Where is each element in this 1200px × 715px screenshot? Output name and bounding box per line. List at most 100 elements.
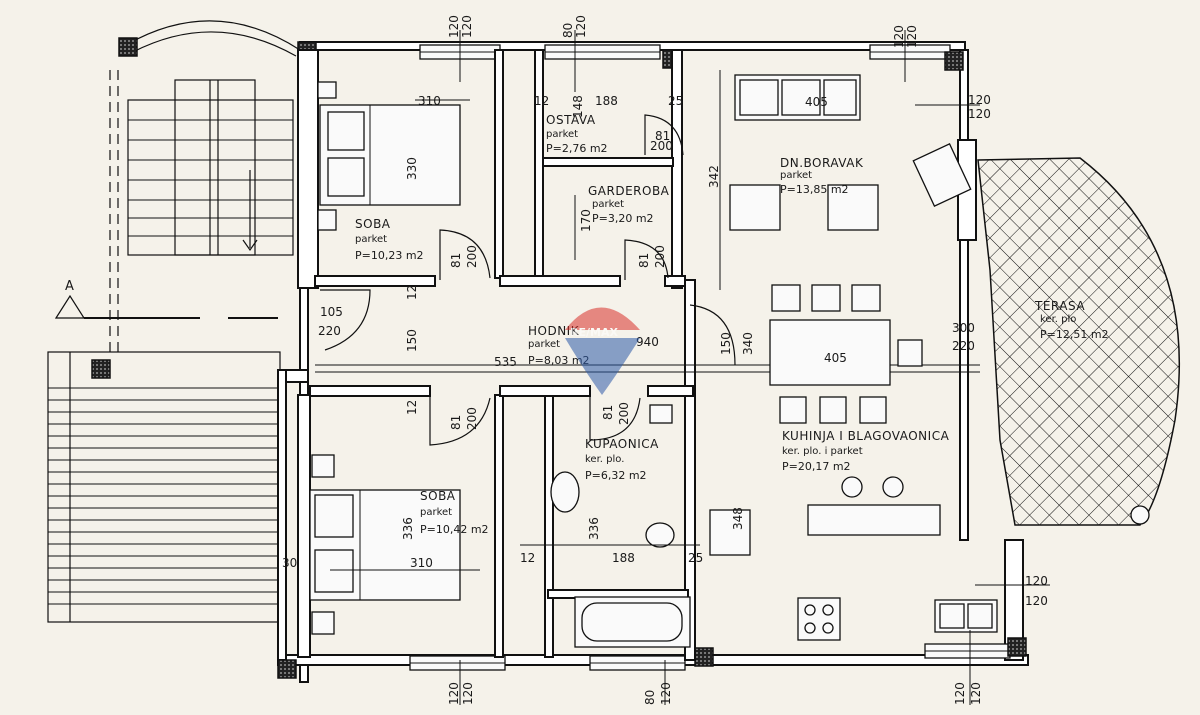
svg-text:ker. plo.: ker. plo. — [585, 454, 624, 465]
kitchen-counter — [709, 476, 998, 641]
column — [91, 359, 111, 379]
svg-text:12: 12 — [405, 400, 419, 415]
dimension-labels: 120 120 80 120 120 120 310 12 148 188 25… — [282, 15, 1048, 705]
svg-text:SOBA: SOBA — [420, 489, 456, 503]
room-label-kuhinja: KUHINJA I BLAGOVAONICA ker. plo. i parke… — [782, 429, 950, 473]
svg-text:188: 188 — [612, 551, 635, 565]
svg-text:120: 120 — [1025, 594, 1048, 608]
bed-top — [317, 81, 461, 231]
room-label-dn-boravak: DN.BORAVAK parket P=13,85 m2 — [780, 156, 864, 196]
svg-text:P=10,23 m2: P=10,23 m2 — [355, 249, 424, 262]
dimension-lines — [330, 30, 1050, 705]
svg-text:GARDEROBA: GARDEROBA — [588, 184, 670, 198]
svg-text:120: 120 — [574, 15, 588, 38]
svg-text:81: 81 — [637, 253, 651, 268]
svg-text:200: 200 — [650, 139, 673, 153]
svg-text:P=3,20 m2: P=3,20 m2 — [592, 212, 654, 225]
section-marker: A — [54, 279, 278, 319]
svg-text:parket: parket — [780, 170, 812, 181]
room-label-ostava: OSTAVA parket P=2,76 m2 — [546, 113, 608, 155]
sofa — [734, 74, 861, 121]
room-label-garderoba: GARDEROBA parket P=3,20 m2 — [588, 184, 670, 225]
svg-text:120: 120 — [461, 682, 475, 705]
svg-text:120: 120 — [447, 682, 461, 705]
svg-text:200: 200 — [465, 407, 479, 430]
svg-text:120: 120 — [892, 25, 906, 48]
svg-text:P=13,85 m2: P=13,85 m2 — [780, 183, 849, 196]
svg-text:535: 535 — [494, 355, 517, 369]
svg-text:940: 940 — [636, 335, 659, 349]
svg-text:330: 330 — [405, 157, 419, 180]
svg-text:148: 148 — [571, 95, 585, 118]
svg-text:310: 310 — [418, 94, 441, 108]
svg-text:105: 105 — [320, 305, 343, 319]
svg-text:parket: parket — [546, 129, 578, 140]
column — [277, 659, 297, 679]
svg-text:SOBA: SOBA — [355, 217, 391, 231]
svg-text:81: 81 — [449, 415, 463, 430]
svg-text:parket: parket — [528, 339, 560, 350]
column — [118, 37, 138, 57]
room-label-terasa: TERASA ker. plo P=12,51 m2 — [1034, 299, 1109, 341]
svg-text:200: 200 — [465, 245, 479, 268]
armchairs — [729, 143, 972, 231]
svg-text:TERASA: TERASA — [1034, 299, 1085, 313]
svg-text:30: 30 — [282, 556, 297, 570]
column — [944, 51, 964, 71]
terrace — [977, 157, 1181, 526]
svg-text:81: 81 — [449, 253, 463, 268]
remax-watermark: RE/MAX — [565, 307, 640, 395]
svg-text:150: 150 — [719, 332, 733, 355]
svg-text:120: 120 — [953, 682, 967, 705]
svg-text:200: 200 — [617, 402, 631, 425]
svg-text:120: 120 — [460, 15, 474, 38]
dining-table — [769, 284, 923, 424]
svg-text:220: 220 — [952, 339, 975, 353]
svg-text:25: 25 — [688, 551, 703, 565]
room-label-soba-bottom: SOBA parket P=10,42 m2 — [420, 489, 489, 536]
svg-text:310: 310 — [410, 556, 433, 570]
svg-text:405: 405 — [805, 95, 828, 109]
svg-text:170: 170 — [579, 209, 593, 232]
svg-text:12: 12 — [405, 285, 419, 300]
svg-text:ker. plo. i parket: ker. plo. i parket — [782, 446, 863, 457]
svg-text:188: 188 — [595, 94, 618, 108]
column — [1007, 637, 1027, 657]
room-label-soba-top: SOBA parket P=10,23 m2 — [355, 217, 424, 262]
svg-text:KUHINJA I BLAGOVAONICA: KUHINJA I BLAGOVAONICA — [782, 429, 950, 443]
svg-text:P=20,17 m2: P=20,17 m2 — [782, 460, 851, 473]
svg-text:P=12,51 m2: P=12,51 m2 — [1040, 328, 1109, 341]
windows-bottom — [409, 643, 1011, 671]
svg-text:KUPAONICA: KUPAONICA — [585, 437, 659, 451]
svg-text:200: 200 — [653, 245, 667, 268]
svg-text:RE/MAX: RE/MAX — [570, 326, 618, 339]
svg-text:120: 120 — [447, 15, 461, 38]
svg-text:ker. plo: ker. plo — [1040, 314, 1076, 325]
svg-text:80: 80 — [643, 690, 657, 705]
svg-text:120: 120 — [968, 107, 991, 121]
svg-text:80: 80 — [561, 23, 575, 38]
svg-text:parket: parket — [592, 199, 624, 210]
svg-text:120: 120 — [1025, 574, 1048, 588]
svg-text:12: 12 — [520, 551, 535, 565]
svg-text:HODNIK: HODNIK — [528, 324, 580, 338]
svg-text:342: 342 — [707, 165, 721, 188]
svg-text:120: 120 — [969, 682, 983, 705]
svg-text:P=10,42 m2: P=10,42 m2 — [420, 523, 489, 536]
svg-text:DN.BORAVAK: DN.BORAVAK — [780, 156, 864, 170]
room-label-hodnik: HODNIK parket P=8,03 m2 — [528, 324, 590, 367]
column — [694, 647, 714, 667]
svg-text:81: 81 — [601, 405, 615, 420]
svg-text:405: 405 — [824, 351, 847, 365]
svg-text:336: 336 — [587, 517, 601, 540]
svg-text:120: 120 — [905, 25, 919, 48]
svg-text:P=8,03 m2: P=8,03 m2 — [528, 354, 590, 367]
svg-text:12: 12 — [534, 94, 549, 108]
svg-text:A: A — [65, 279, 74, 294]
svg-text:OSTAVA: OSTAVA — [546, 113, 596, 127]
doors — [320, 114, 736, 446]
svg-text:parket: parket — [420, 507, 452, 518]
svg-text:120: 120 — [659, 682, 673, 705]
svg-text:150: 150 — [405, 329, 419, 352]
